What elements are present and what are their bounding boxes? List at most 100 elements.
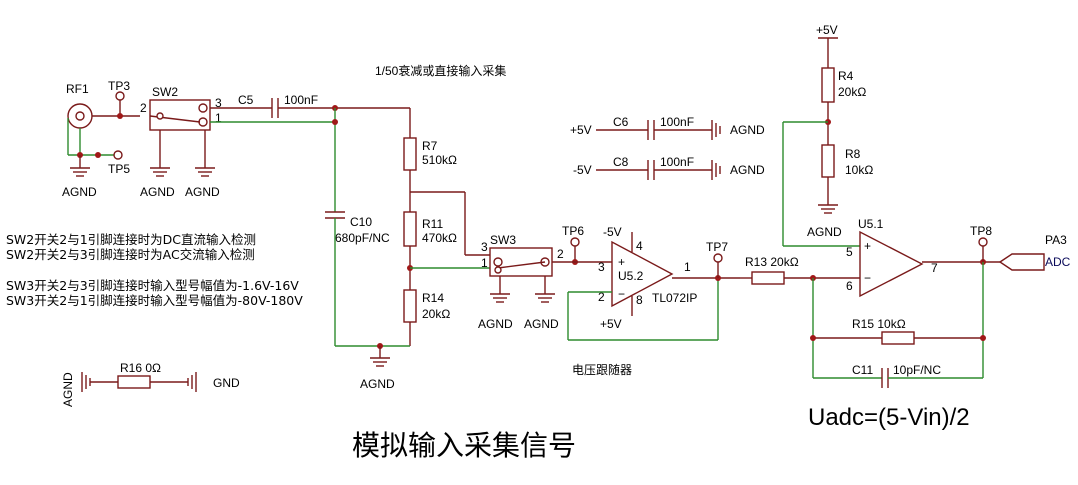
u52-pin4: 4 <box>636 239 643 253</box>
c6-label: C6 <box>613 115 629 129</box>
u51-pin5: 5 <box>846 245 853 259</box>
gnd-label: GND <box>213 376 240 390</box>
c5-label: C5 <box>238 93 254 107</box>
tp5-testpoint: TP5 <box>108 150 130 176</box>
agnd-symbol-sw3b: AGND <box>524 276 559 331</box>
p5v-rail: +5V <box>816 23 838 39</box>
follower-label: 电压跟随器 <box>572 362 632 377</box>
rf1-connector: RF1 <box>66 82 93 129</box>
u51-pin7: 7 <box>931 261 938 275</box>
agnd-symbol-rf1: AGND <box>62 155 97 199</box>
p5v-label: +5V <box>816 23 838 37</box>
r15-label: R15 10kΩ <box>852 317 906 331</box>
agnd-label-6: AGND <box>524 317 559 331</box>
r16-resistor: R16 0Ω GND AGND <box>61 361 240 407</box>
formula: Uadc=(5-Vin)/2 <box>808 404 970 431</box>
agnd-label-9: AGND <box>807 225 842 239</box>
pa3-port: PA3 ADC <box>998 233 1071 271</box>
u51-plus: + <box>864 239 871 253</box>
tp3-label: TP3 <box>108 79 130 93</box>
tp5-label: TP5 <box>108 162 130 176</box>
u52-part: TL072IP <box>652 291 697 305</box>
c5-capacitor: C5 100nF <box>238 93 318 118</box>
sw2-switch: SW2 2 3 1 <box>140 85 222 131</box>
agnd-label-5: AGND <box>478 317 513 331</box>
sw2-pin2: 2 <box>140 101 147 115</box>
r4-value: 20kΩ <box>838 85 866 99</box>
u52-pos-supply: +5V <box>600 317 622 331</box>
c6-supply: +5V <box>570 123 592 137</box>
agnd-label-10: AGND <box>61 372 75 407</box>
tp6-testpoint: TP6 <box>562 224 584 265</box>
u51-label: U5.1 <box>858 217 884 231</box>
sw2-pin1: 1 <box>215 111 222 125</box>
c11-value: 10pF/NC <box>893 363 941 377</box>
u52-minus: − <box>618 287 625 301</box>
sw3-pin2: 2 <box>557 247 564 261</box>
r7-resistor: R7 510kΩ <box>403 137 457 171</box>
sw2-label: SW2 <box>152 85 178 99</box>
note-1: SW2开关2与1引脚连接时为DC直流输入检测 <box>6 232 256 247</box>
r14-label: R14 <box>422 291 444 305</box>
tp8-label: TP8 <box>970 224 992 238</box>
c6-capacitor: +5V C6 100nF AGND <box>570 115 765 140</box>
tp7-testpoint: TP7 <box>706 240 728 278</box>
agnd-symbol-sw2b: AGND <box>185 130 220 199</box>
note-2: SW2开关2与3引脚连接时为AC交流输入检测 <box>6 247 255 262</box>
sw3-pin3: 3 <box>481 240 488 254</box>
agnd-symbol-divider: AGND <box>360 346 395 391</box>
sw3-pin1: 1 <box>481 256 488 270</box>
c8-value: 100nF <box>660 155 694 169</box>
r14-resistor: R14 20kΩ <box>403 289 450 323</box>
u51-pin6: 6 <box>846 279 853 293</box>
sw2-pin3: 3 <box>215 96 222 110</box>
r13-resistor: R13 20kΩ <box>745 255 799 285</box>
r11-label: R11 <box>422 217 443 231</box>
agnd-label-2: AGND <box>140 185 175 199</box>
u52-pin8: 8 <box>636 293 643 307</box>
u52-neg-supply: -5V <box>603 225 622 239</box>
c11-label: C11 <box>852 363 873 377</box>
u52-plus: + <box>618 255 625 269</box>
c11-capacitor: C11 10pF/NC <box>813 363 983 388</box>
sw3-switch: SW3 3 1 2 <box>481 233 564 277</box>
c8-supply: -5V <box>573 163 592 177</box>
tp8-testpoint: TP8 <box>970 224 992 262</box>
u52-opamp: U5.2 TL072IP 3 2 4 8 1 + − <box>598 239 697 308</box>
agnd-label-3: AGND <box>185 185 220 199</box>
pa3-label: PA3 <box>1045 233 1067 247</box>
r16-label: R16 0Ω <box>120 361 161 375</box>
r4-label: R4 <box>838 69 854 83</box>
u52-label: U5.2 <box>618 269 644 283</box>
r4-resistor: R4 20kΩ <box>821 67 866 103</box>
page-title: 模拟输入采集信号 <box>352 429 576 462</box>
header-note: 1/50衰减或直接输入采集 <box>375 63 506 78</box>
r8-value: 10kΩ <box>845 163 873 177</box>
note-4: SW3开关2与1引脚连接时输入型号幅值为-80V-180V <box>6 293 303 308</box>
tp7-label: TP7 <box>706 240 728 254</box>
u51-opamp: U5.1 + − 5 6 7 <box>846 217 938 298</box>
r11-value: 470kΩ <box>422 231 457 245</box>
c5-value: 100nF <box>284 93 318 107</box>
tp6-label: TP6 <box>562 224 584 238</box>
u52-pin1: 1 <box>684 260 691 274</box>
agnd-label-7: AGND <box>730 123 765 137</box>
r8-resistor: R8 10kΩ <box>821 144 873 178</box>
r15-resistor: R15 10kΩ <box>813 317 983 345</box>
adc-label: ADC <box>1045 255 1071 269</box>
r7-value: 510kΩ <box>422 153 457 167</box>
tp3-testpoint: TP3 <box>108 79 130 119</box>
r14-value: 20kΩ <box>422 307 450 321</box>
c10-label: C10 <box>350 215 372 229</box>
agnd-label-1: AGND <box>62 185 97 199</box>
r7-label: R7 <box>422 139 438 153</box>
c6-value: 100nF <box>660 115 694 129</box>
c10-value: 680pF/NC <box>335 231 390 245</box>
r13-label: R13 20kΩ <box>745 255 799 269</box>
agnd-symbol-sw3a: AGND <box>478 276 513 331</box>
c8-label: C8 <box>613 155 629 169</box>
agnd-symbol-sw2a: AGND <box>140 130 175 199</box>
agnd-symbol-r8: AGND <box>807 204 842 239</box>
u51-minus: − <box>864 271 871 285</box>
